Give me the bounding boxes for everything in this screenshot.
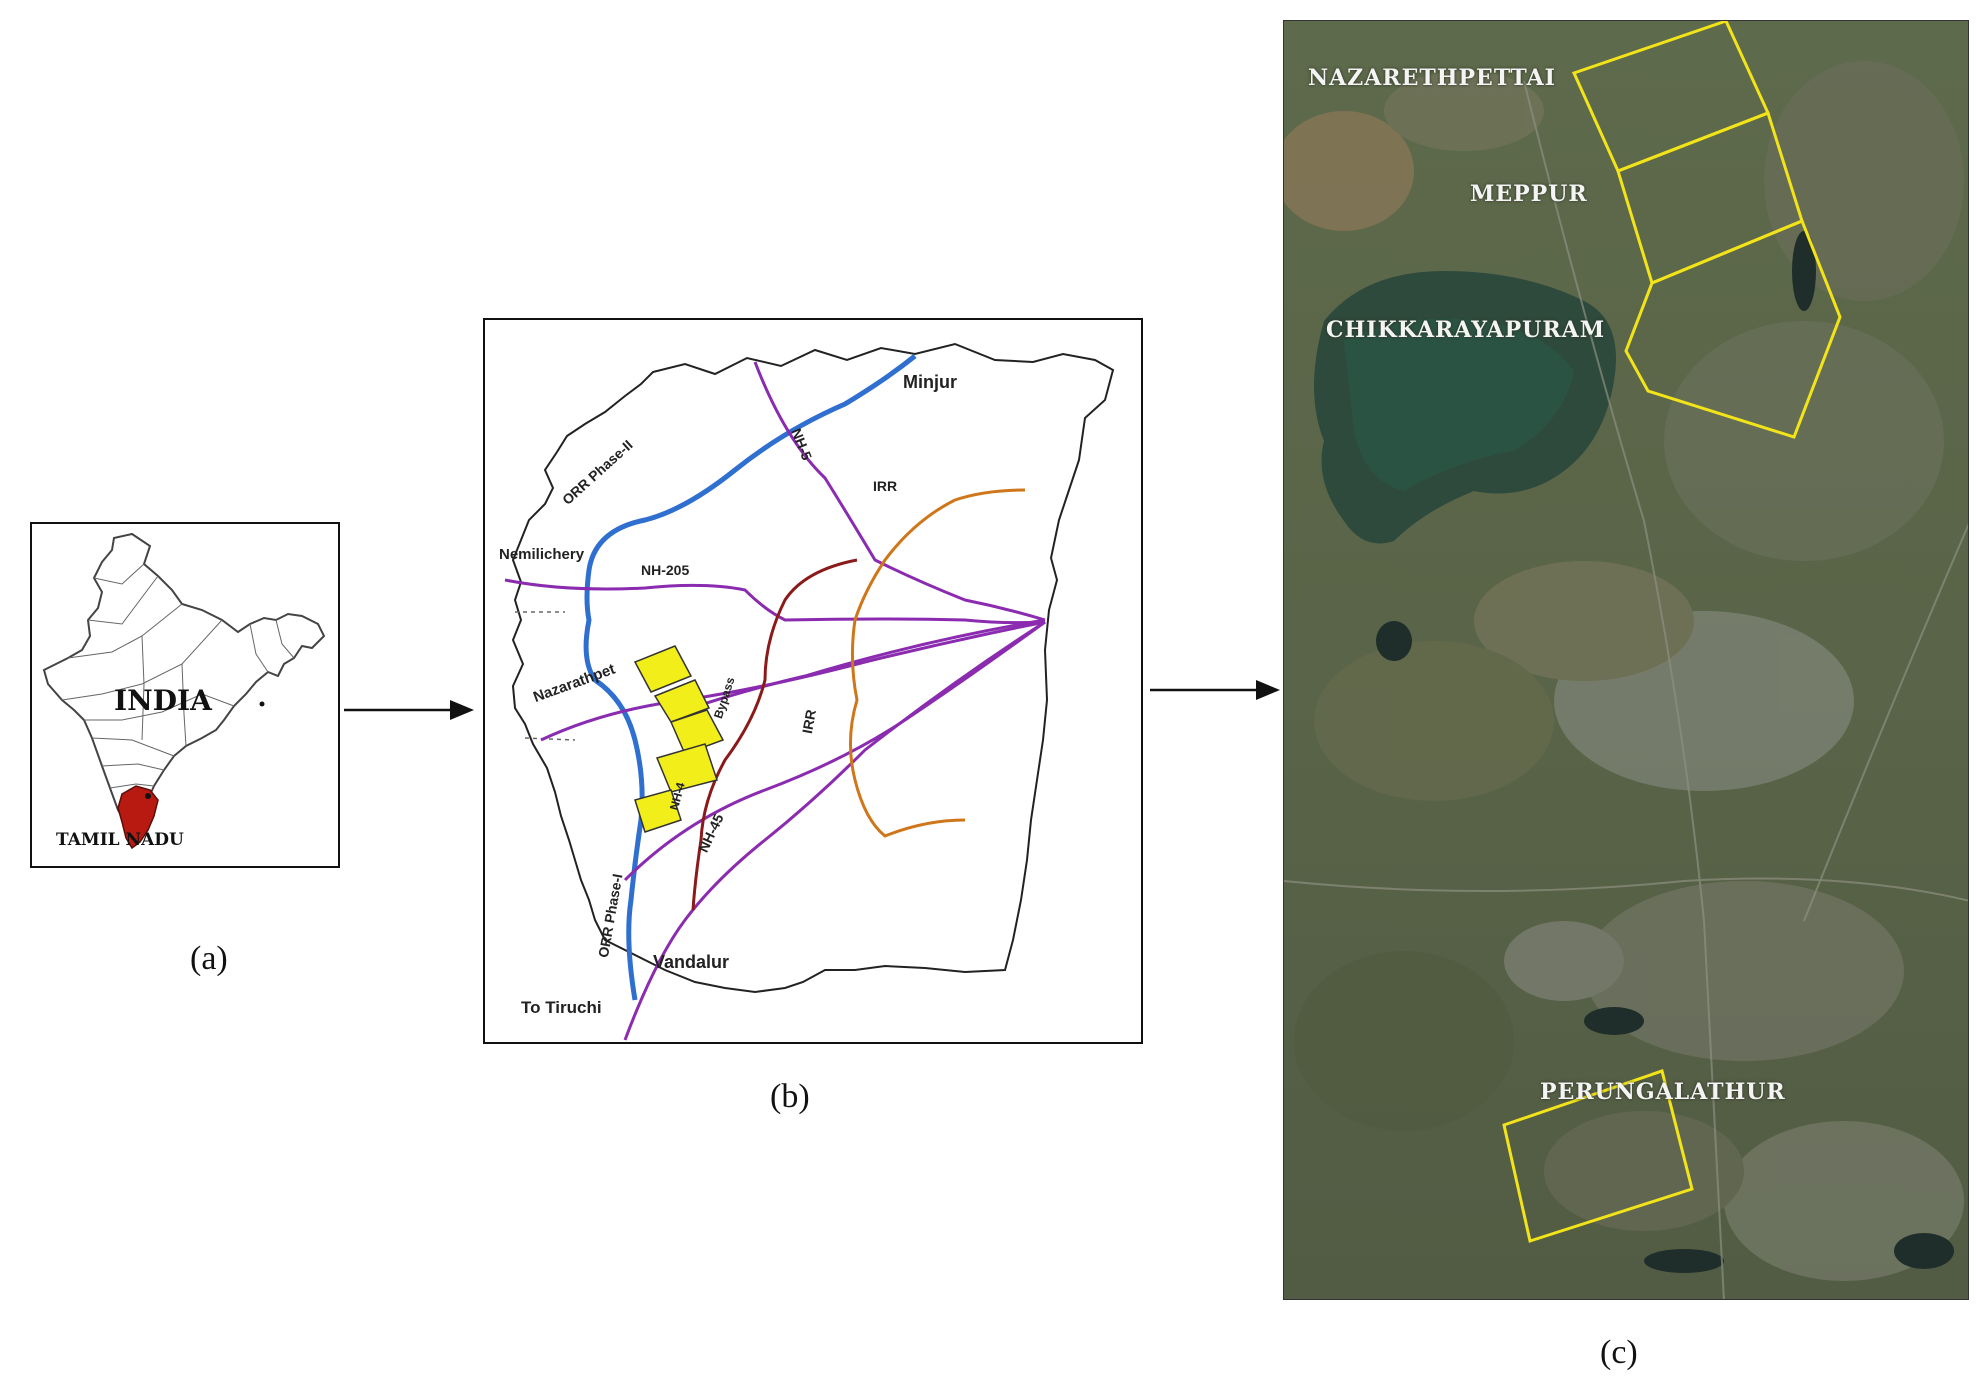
arrow-a-to-b <box>344 700 474 720</box>
arrow-b-to-c <box>1150 680 1280 700</box>
study-area-boxes <box>633 645 725 833</box>
study-boundaries <box>1502 21 1842 1243</box>
ponds <box>1376 231 1954 1273</box>
orr-road <box>583 354 917 1001</box>
nh-roads <box>504 361 1046 1041</box>
label-perungalathur: PERUNGALATHUR <box>1540 1079 1786 1105</box>
india-outline-svg <box>42 532 326 850</box>
caption-c: (c) <box>1600 1334 1638 1371</box>
tamil-nadu-label: TAMIL NADU <box>56 830 184 850</box>
label-irr-top: IRR <box>873 478 898 494</box>
label-nazarethpettai: NAZARETHPETTAI <box>1308 65 1556 91</box>
label-minjur: Minjur <box>903 372 957 392</box>
region-outline <box>511 342 1115 994</box>
land-texture <box>1284 61 1964 1281</box>
state-borders <box>61 563 295 789</box>
caption-b: (b) <box>770 1078 810 1115</box>
caption-a: (a) <box>190 940 228 977</box>
chennai-marker <box>145 793 151 799</box>
label-meppur: MEPPUR <box>1470 181 1588 207</box>
bypass-road <box>691 558 858 911</box>
irr-road <box>849 488 1026 838</box>
boundary-chikkarayapuram <box>1624 219 1842 439</box>
panel-c-satellite-image: NAZARETHPETTAI MEPPUR CHIKKARAYAPURAM PE… <box>1283 20 1969 1300</box>
india-label: INDIA <box>114 684 212 717</box>
label-nemilichery: Nemilichery <box>499 546 585 563</box>
panel-a-india-map: INDIA TAMIL NADU <box>30 522 340 868</box>
label-nh205: NH-205 <box>641 562 690 578</box>
tamil-nadu-state <box>117 785 159 850</box>
small-marker <box>259 701 265 707</box>
boundary-perungalathur <box>1502 1069 1694 1243</box>
road-map-svg <box>504 342 1115 1041</box>
label-chikkarayapuram: CHIKKARAYAPURAM <box>1326 317 1606 343</box>
panel-b-road-map: Minjur Nemilichery Nazarathpet Vandalur … <box>483 318 1143 1044</box>
satellite-svg <box>1284 21 1968 1299</box>
label-vandalur: Vandalur <box>653 952 730 972</box>
india-outline <box>42 532 326 826</box>
label-to-tiruchi: To Tiruchi <box>521 998 602 1017</box>
